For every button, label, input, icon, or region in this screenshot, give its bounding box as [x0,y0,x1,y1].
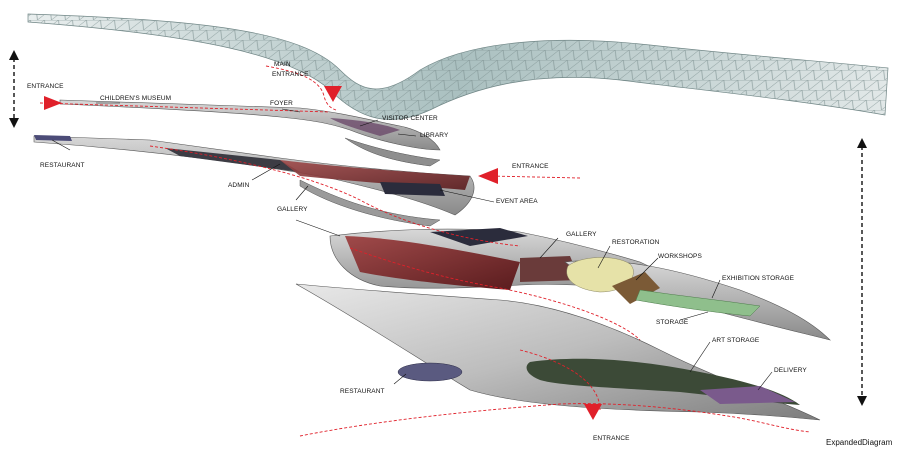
label-entrance-bottom: ENTRANCE [593,435,630,442]
roof-shell [27,13,889,120]
label-main-entrance-2: ENTRANCE [272,71,309,78]
label-entrance-right: ENTRANCE [512,163,549,170]
label-restaurant-top: RESTAURANT [40,162,85,169]
label-event-area: EVENT AREA [496,198,538,205]
label-workshops: WORKSHOPS [658,253,702,260]
triangle-marker-icon [584,404,602,420]
storage-wing [564,257,831,341]
label-admin: ADMIN [228,182,250,189]
triangle-marker-icon [478,168,498,184]
label-entrance-left: ENTRANCE [27,83,64,90]
double-arrow-vertical-icon [9,50,19,128]
double-arrow-vertical-icon [857,138,867,406]
leader-lines [51,102,773,391]
label-delivery: DELIVERY [774,367,807,374]
label-library: LIBRARY [420,132,449,139]
label-visitor-center: VISITOR CENTER [382,115,438,122]
label-restaurant-bottom: RESTAURANT [340,388,385,395]
label-restoration: RESTORATION [612,239,660,246]
label-art-storage: ART STORAGE [712,337,760,344]
diagram-caption: ExpandedDiagram [826,438,893,447]
level-2-plate [33,135,475,227]
label-main-entrance-1: MAIN [274,61,291,68]
label-foyer: FOYER [270,100,293,107]
base-slab [295,283,821,421]
triangle-marker-icon [44,96,62,110]
label-exhibition-storage: EXHIBITION STORAGE [722,275,795,282]
label-gallery-right: GALLERY [566,231,597,238]
triangle-marker-icon [324,86,342,102]
label-childrens-museum: CHILDREN'S MUSEUM [100,95,172,102]
label-gallery-left: GALLERY [277,206,308,213]
circulation-paths [39,65,811,437]
label-storage: STORAGE [656,319,689,326]
level-1-plate [59,99,441,167]
